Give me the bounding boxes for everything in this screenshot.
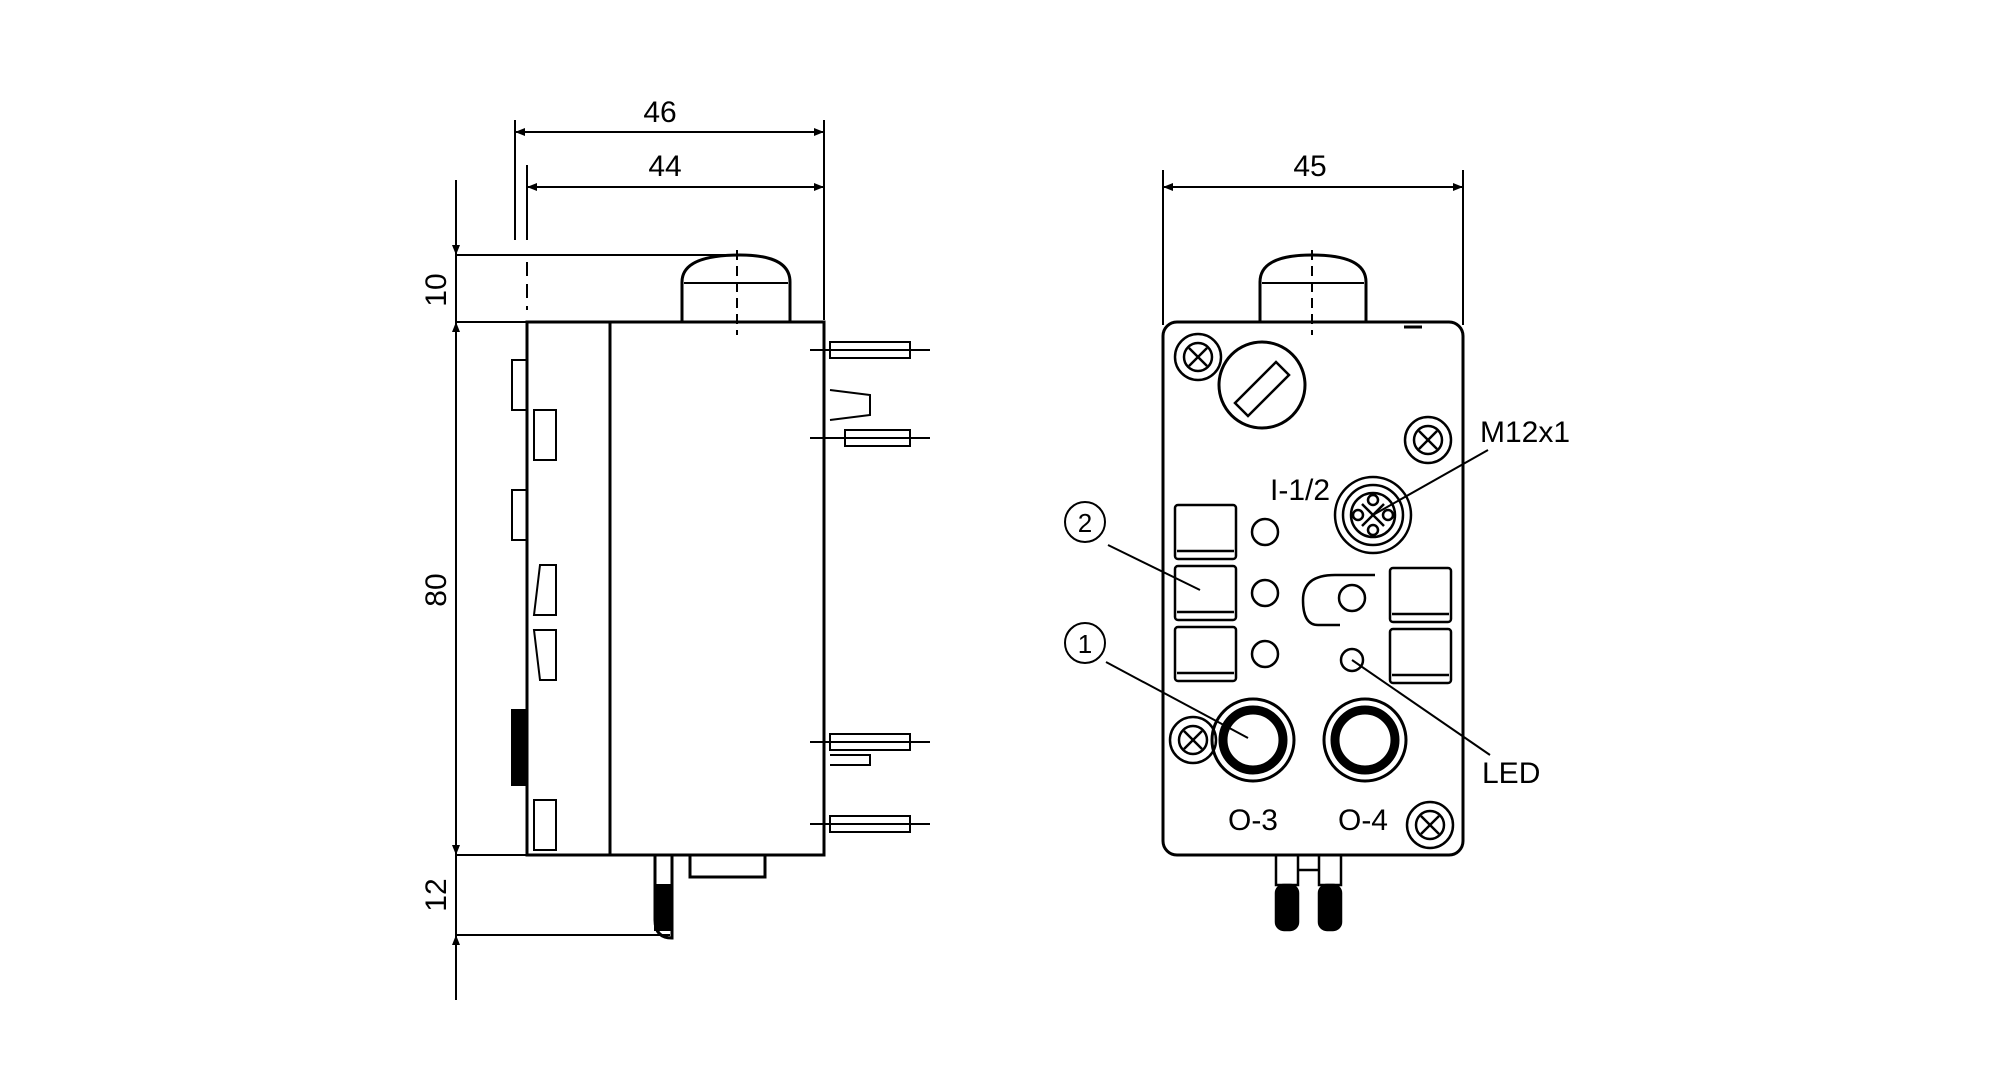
- side-body: [525, 320, 826, 857]
- front-view: [1064, 170, 1491, 932]
- callout-circle-2: [1064, 501, 1106, 543]
- dim-height-top: 10: [420, 273, 453, 306]
- led-indicator: [1250, 517, 1280, 547]
- callout-2-number: 2: [1078, 508, 1092, 538]
- leader-1: [1105, 661, 1249, 739]
- led-indicator: [1250, 639, 1280, 669]
- dim-width-front: 45: [1293, 150, 1326, 183]
- dim-height-body: 80: [420, 573, 453, 606]
- label-input: I-1/2: [1270, 474, 1330, 507]
- label-output-4: O-4: [1338, 804, 1388, 837]
- leader-2: [1107, 544, 1201, 591]
- dim-height-bottom: 12: [420, 878, 453, 911]
- led-recess: [1301, 573, 1375, 627]
- label-connector: M12x1: [1480, 416, 1570, 449]
- screw-top-left: [1173, 332, 1223, 382]
- callout-1-number: 1: [1078, 629, 1092, 659]
- left-windows: [1173, 503, 1238, 683]
- slot-screw: [1217, 340, 1307, 430]
- side-view: [452, 120, 930, 1000]
- output-port-3: [1210, 697, 1296, 783]
- leader-led: [1351, 659, 1491, 756]
- led-indicator: [1250, 578, 1280, 608]
- leader-m12: [1372, 449, 1489, 516]
- side-pins: [810, 341, 930, 833]
- led-indicator: [1339, 647, 1365, 673]
- m12-connector: [1333, 475, 1413, 555]
- screw-bottom-right: [1405, 800, 1455, 850]
- dim-width-body: 44: [648, 150, 681, 183]
- label-led: LED: [1482, 757, 1540, 790]
- right-windows: [1388, 566, 1453, 685]
- front-body: [1161, 320, 1465, 857]
- front-bottom-hoses: [1274, 853, 1343, 932]
- label-output-3: O-3: [1228, 804, 1278, 837]
- dim-width-total: 46: [643, 96, 676, 129]
- side-top-knob: [680, 253, 792, 322]
- screw-bottom-left: [1168, 715, 1218, 765]
- output-port-4: [1322, 697, 1408, 783]
- screw-mid-right: [1403, 415, 1453, 465]
- led-indicator: [1337, 583, 1367, 613]
- callout-circle-1: [1064, 622, 1106, 664]
